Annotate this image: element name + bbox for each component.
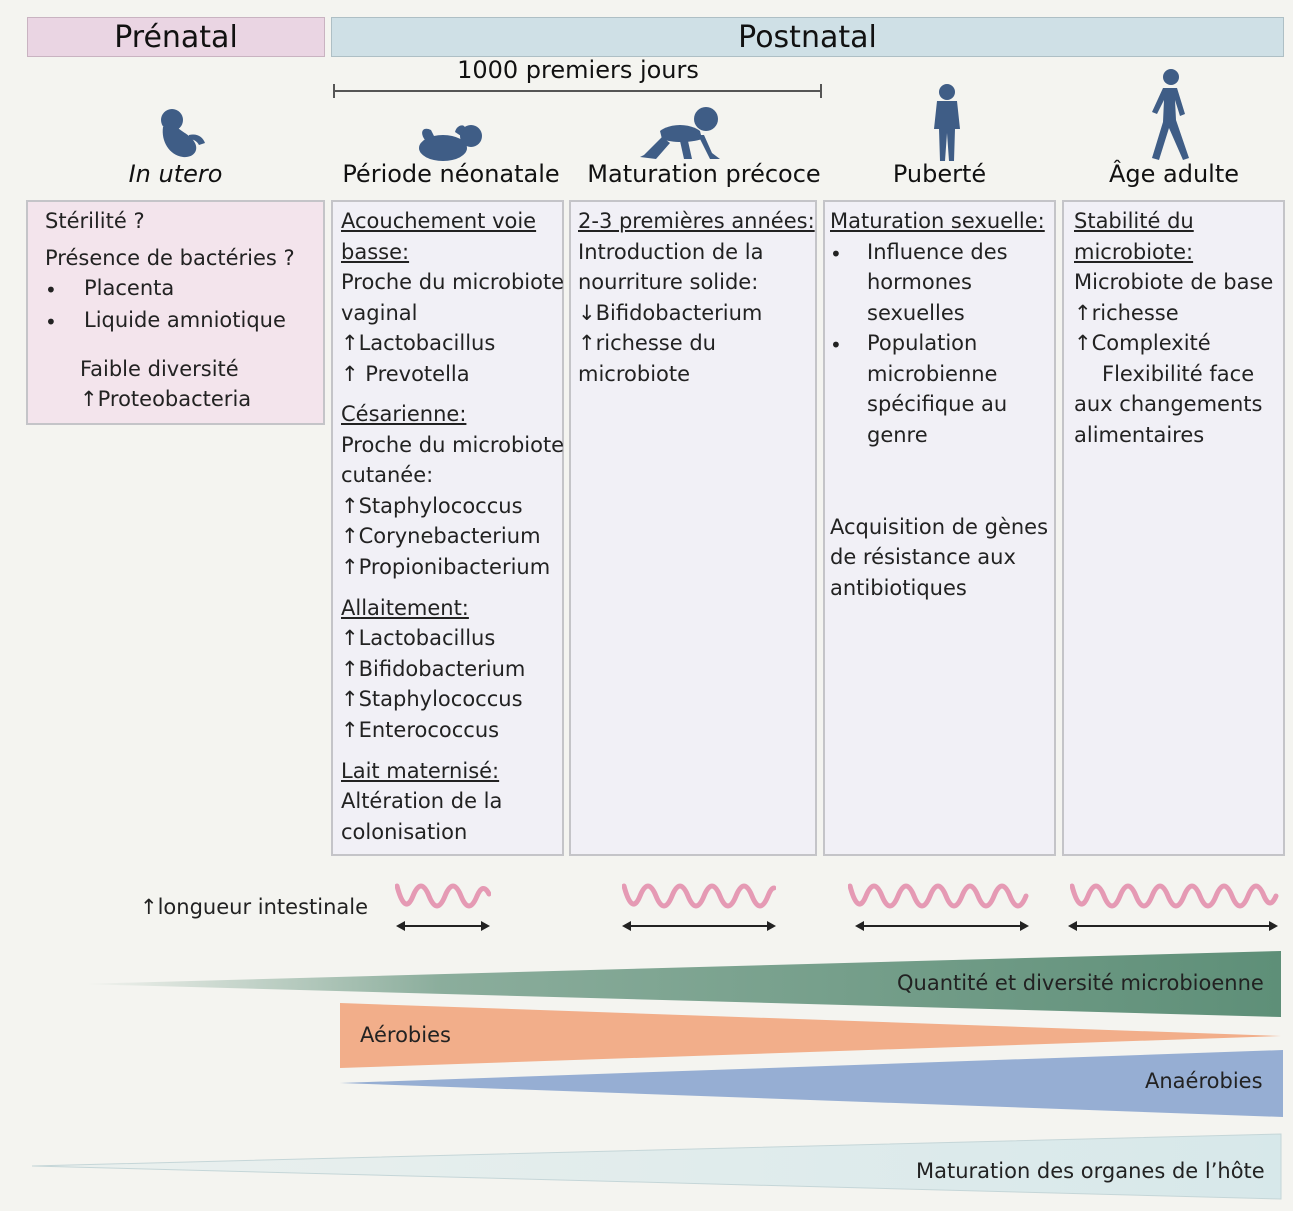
quantity-diversity-wedge: [80, 951, 1281, 1017]
neonatal-vaginal-heading-2: basse:: [341, 240, 410, 264]
child-standing-icon: [934, 84, 960, 161]
intestine-wave-early-icon: [622, 883, 776, 909]
puberty-text: sexuelles: [867, 301, 965, 325]
aerobes-label: Aérobies: [360, 1023, 451, 1047]
intestine-wave-adult-icon: [1070, 883, 1279, 909]
crawling-baby-icon: [640, 107, 720, 159]
adult-text: ↑Complexité: [1074, 331, 1211, 355]
puberty-text: microbienne: [867, 362, 998, 386]
early-maturation-box: [569, 200, 817, 856]
puberty-text: antibiotiques: [830, 576, 967, 600]
adult-box: [1062, 200, 1285, 856]
puberty-heading: Maturation sexuelle:: [830, 209, 1045, 233]
early-text: ↓Bifidobacterium: [578, 301, 763, 325]
puberty-text: Influence des: [867, 240, 1008, 264]
double-arrow-early-icon: [622, 921, 776, 931]
first-1000-days-bar: [333, 90, 821, 92]
adult-heading-2: microbiote:: [1074, 240, 1194, 264]
neonatal-text: ↑Corynebacterium: [341, 524, 541, 548]
neonatal-text: ↑Lactobacillus: [341, 626, 496, 650]
host-maturation-wedge: [31, 1133, 1282, 1200]
bullet-icon: •: [830, 333, 842, 357]
neonatal-text: ↑Propionibacterium: [341, 555, 551, 579]
neonatal-text: cutanée:: [341, 463, 434, 487]
adult-text: alimentaires: [1074, 423, 1205, 447]
first-1000-days-end-tick: [820, 84, 822, 98]
host-maturation-label: Maturation des organes de l’hôte: [916, 1159, 1265, 1183]
intestine-wave-neonatal-icon: [395, 883, 491, 909]
early-text: microbiote: [578, 362, 691, 386]
early-heading: 2-3 premières années:: [578, 209, 815, 233]
intestine-wave-puberty-icon: [848, 883, 1029, 909]
anaerobes-label: Anaérobies: [1145, 1069, 1263, 1093]
neonatal-text: Proche du microbiote: [341, 270, 565, 294]
neonatal-breastfeeding-heading: Allaitement:: [341, 596, 469, 620]
bullet-icon: •: [45, 310, 57, 334]
neonatal-text: Proche du microbiote: [341, 433, 565, 457]
phase-in-utero: In utero: [128, 160, 223, 188]
neonatal-text: ↑Enterococcus: [341, 718, 500, 742]
adult-text: Microbiote de base: [1074, 270, 1274, 294]
early-text: ↑richesse du: [578, 331, 716, 355]
bullet-icon: •: [45, 278, 57, 302]
in-utero-proteobacteria: ↑Proteobacteria: [80, 387, 252, 411]
puberty-box: [823, 200, 1056, 856]
puberty-text: hormones: [867, 270, 972, 294]
first-1000-days-start-tick: [333, 84, 335, 98]
neonatal-box: [331, 200, 564, 856]
neonatal-text: ↑Lactobacillus: [341, 331, 496, 355]
double-arrow-neonatal-icon: [396, 921, 490, 931]
neonatal-text: vaginal: [341, 301, 418, 325]
adult-heading: Stabilité du: [1074, 209, 1194, 233]
adult-text: Flexibilité face: [1102, 362, 1255, 386]
adult-text: ↑richesse: [1074, 301, 1179, 325]
early-text: Introduction de la: [578, 240, 764, 264]
neonatal-text: Altération de la: [341, 789, 503, 813]
in-utero-low-diversity: Faible diversité: [80, 357, 239, 381]
prenatal-header: Prénatal: [27, 17, 325, 57]
puberty-text: spécifique au: [867, 392, 1008, 416]
gut-length-label: ↑longueur intestinale: [140, 895, 369, 919]
neonatal-formula-heading: Lait maternisé:: [341, 759, 500, 783]
adult-walking-icon: [1152, 69, 1189, 160]
neonatal-cesarean-heading: Césarienne:: [341, 402, 467, 426]
neonatal-text: ↑Staphylococcus: [341, 687, 523, 711]
double-arrow-adult-icon: [1068, 921, 1278, 931]
puberty-text: de résistance aux: [830, 545, 1016, 569]
postnatal-header: Postnatal: [331, 17, 1284, 57]
in-utero-sterility: Stérilité ?: [45, 209, 145, 233]
phase-early-maturation: Maturation précoce: [587, 160, 821, 188]
puberty-text: Population: [867, 331, 978, 355]
quantity-diversity-label: Quantité et diversité microbioenne: [897, 971, 1264, 995]
early-text: nourriture solide:: [578, 270, 759, 294]
in-utero-box: [26, 200, 325, 425]
puberty-text: genre: [867, 423, 928, 447]
phase-puberty: Puberté: [892, 160, 987, 188]
neonatal-vaginal-heading: Acouchement voie: [341, 209, 537, 233]
baby-lying-icon: [419, 125, 482, 161]
in-utero-amniotic-fluid: Liquide amniotique: [84, 308, 286, 332]
neonatal-text: colonisation: [341, 820, 468, 844]
bullet-icon: •: [830, 242, 842, 266]
double-arrow-puberty-icon: [855, 921, 1029, 931]
neonatal-text: ↑ Prevotella: [341, 362, 470, 386]
fetus-icon: [161, 109, 205, 158]
in-utero-bacteria-presence: Présence de bactéries ?: [45, 246, 295, 270]
neonatal-text: ↑Bifidobacterium: [341, 657, 526, 681]
neonatal-text: ↑Staphylococcus: [341, 494, 523, 518]
adult-text: aux changements: [1074, 392, 1263, 416]
aerobes-wedge: [340, 1003, 1281, 1068]
first-1000-days-label: 1000 premiers jours: [457, 56, 699, 84]
anaerobes-wedge: [340, 1050, 1283, 1117]
phase-adult: Âge adulte: [1108, 160, 1240, 188]
phase-neonatal: Période néonatale: [342, 160, 560, 188]
in-utero-placenta: Placenta: [84, 276, 175, 300]
puberty-text: Acquisition de gènes: [830, 515, 1049, 539]
